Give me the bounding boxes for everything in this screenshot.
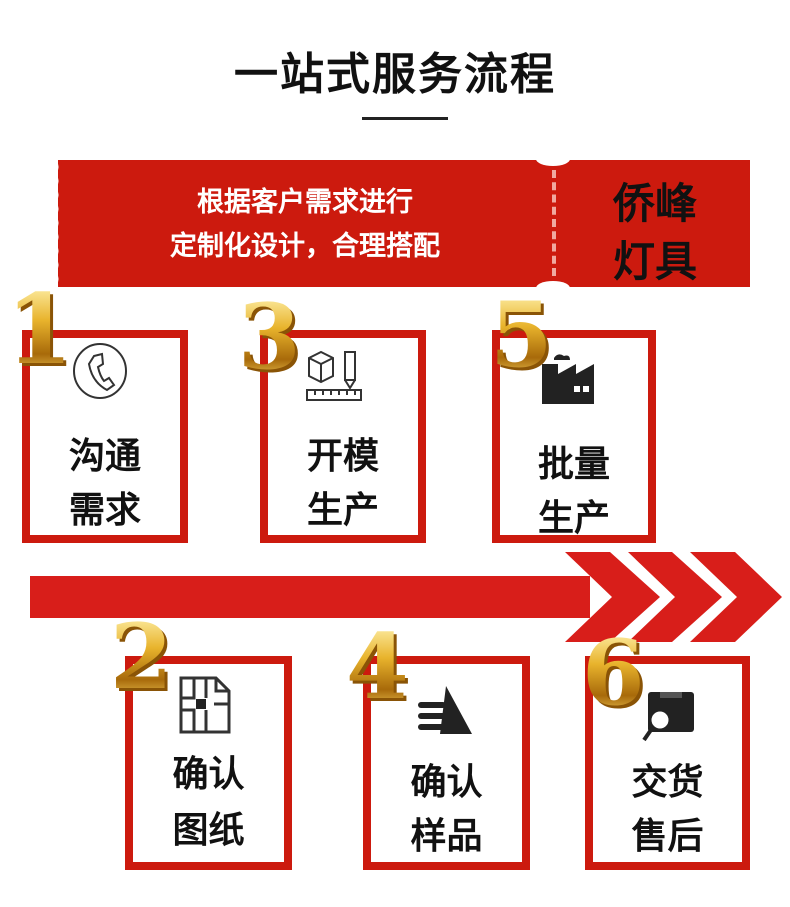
brand-line2: 灯具 [612,237,697,286]
step-4-line1: 确认 [410,762,483,803]
phone-icon [73,343,127,399]
mold-design-icon [306,350,362,401]
step-number-2: 2 [110,604,173,710]
step-5-line2: 生产 [537,498,610,539]
step-card-3: 开模 生产 [260,330,426,543]
step-card-2: 确认 图纸 [125,656,292,870]
page-title: 一站式服务流程 [234,49,556,100]
step-6-line2: 售后 [631,816,704,857]
step-3-line1: 开模 [306,436,379,477]
step-card-1: 沟通 需求 [22,330,188,543]
step-4-line2: 样品 [410,816,483,857]
step-1-line1: 沟通 [68,436,141,477]
factory-icon [542,354,594,404]
step-6-line1: 交货 [631,762,704,803]
step-2-line1: 确认 [172,754,245,795]
step-number-3: 3 [238,284,301,390]
step-card-6: 交货 售后 [585,656,750,870]
sample-icon [418,686,472,734]
process-arrow [30,552,782,642]
blueprint-icon [179,676,231,734]
step-3-line2: 生产 [306,490,379,531]
step-5-line1: 批量 [537,444,610,485]
step-card-5: 批量 生产 [492,330,656,543]
delivery-inspect-icon [642,692,694,742]
banner-scallop-edge [52,160,66,287]
banner-text-line2: 定制化设计，合理搭配 [170,231,440,262]
step-number-1: 1 [6,273,73,386]
step-number-5: 5 [490,282,553,388]
ticket-notch [536,152,570,166]
ticket-banner [58,160,750,287]
banner-text-line1: 根据客户需求进行 [197,187,413,218]
ticket-notch [536,281,570,295]
step-number-4: 4 [346,614,409,720]
ticket-divider [552,170,556,276]
brand-line1: 侨峰 [612,179,697,228]
title-underline [362,117,448,120]
step-1-line2: 需求 [68,490,141,531]
step-2-line2: 图纸 [172,810,245,851]
step-number-6: 6 [582,620,645,726]
